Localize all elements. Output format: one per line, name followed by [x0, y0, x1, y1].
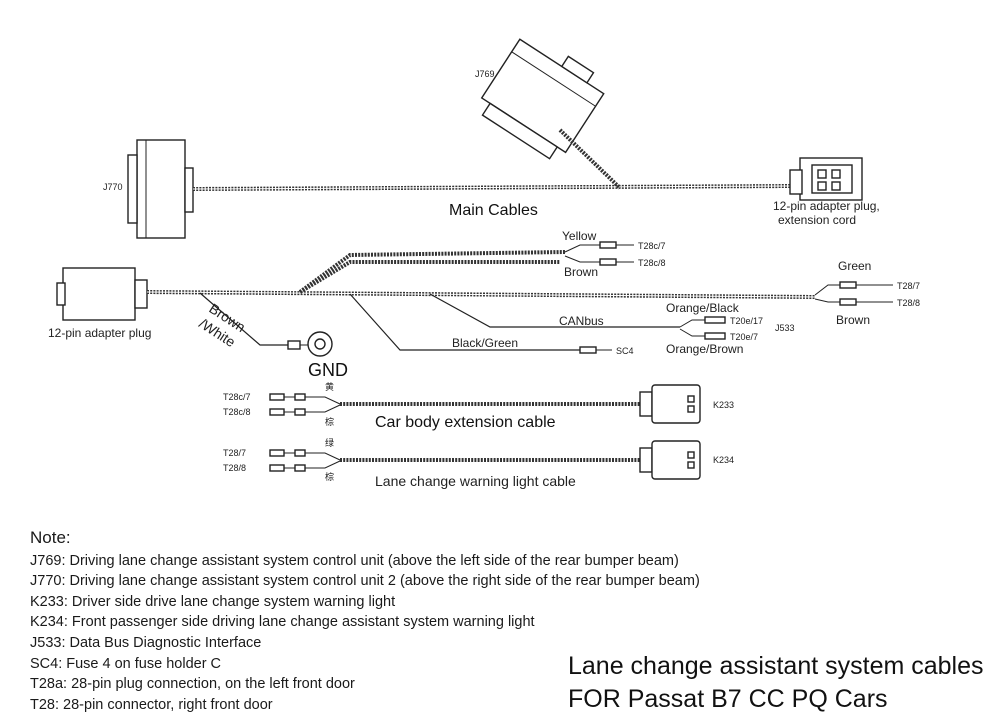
body-extension-label: Car body extension cable [375, 414, 556, 431]
pin-t28-7-right: T28/7 [897, 281, 920, 291]
notes-heading: Note: [30, 528, 71, 547]
note-line: K234: Front passenger side driving lane … [30, 614, 535, 631]
pin-t20e17: T20e/17 [730, 316, 763, 326]
title-line-1: Lane change assistant system cables [568, 652, 984, 680]
title-line-2: FOR Passat B7 CC PQ Cars [568, 685, 888, 713]
j769-connector [480, 38, 605, 160]
note-line: T28: 28-pin connector, right front door [30, 696, 273, 713]
note-line: SC4: Fuse 4 on fuse holder C [30, 655, 222, 672]
note-line: J769: Driving lane change assistant syst… [30, 552, 679, 569]
canbus-label: CANbus [559, 314, 604, 328]
green-cn-label: 绿 [325, 437, 334, 449]
diagram-title: Lane change assistant system cables FOR … [568, 650, 998, 716]
pin-t28c8-body: T28c/8 [223, 407, 251, 417]
sc4-label: SC4 [616, 346, 634, 356]
adapter-plug [56, 267, 148, 321]
orange-black-label: Orange/Black [666, 301, 740, 315]
black-green-branch [349, 293, 612, 354]
k234-label: K234 [713, 455, 734, 465]
pin-t28-8-light: T28/8 [223, 463, 246, 473]
main-cable [192, 184, 791, 191]
j533-label: J533 [775, 323, 795, 333]
brown-wire-label-right: Brown [836, 313, 870, 327]
pin-t20e7: T20e/7 [730, 332, 758, 342]
upper-branch [298, 241, 634, 294]
note-line: K233: Driver side drive lane change syst… [30, 593, 396, 610]
body-extension-cable [269, 384, 701, 424]
brown-wire-label-upper: Brown [564, 265, 598, 279]
extension-adapter-label-2: extension cord [778, 213, 856, 227]
adapter-plug-label: 12-pin adapter plug [48, 326, 151, 340]
pin-t28c8-top: T28c/8 [638, 258, 666, 268]
gnd-branch [199, 292, 333, 357]
j770-connector [127, 139, 194, 239]
j770-label: J770 [103, 182, 123, 192]
extension-adapter-plug [789, 157, 863, 201]
yellow-cn-label: 黄 [325, 381, 334, 393]
canbus-branch [429, 293, 726, 340]
k233-label: K233 [713, 400, 734, 410]
warning-light-label: Lane change warning light cable [375, 473, 576, 489]
pin-t28c7-top: T28c/7 [638, 241, 666, 251]
yellow-wire-label: Yellow [562, 229, 597, 243]
main-cables-label: Main Cables [449, 202, 538, 219]
j769-label: J769 [475, 69, 495, 79]
j769-branch [558, 128, 622, 190]
gnd-label: GND [308, 360, 348, 380]
pin-t28c7-body: T28c/7 [223, 392, 251, 402]
brown-cn-label-1: 棕 [325, 416, 334, 428]
pin-t28-8-right: T28/8 [897, 298, 920, 308]
orange-brown-label: Orange/Brown [666, 342, 743, 356]
note-line: J533: Data Bus Diagnostic Interface [30, 634, 262, 651]
pin-t28-7-light: T28/7 [223, 448, 246, 458]
brown-cn-label-2: 棕 [325, 471, 334, 483]
black-green-label: Black/Green [452, 336, 518, 350]
green-wire-label: Green [838, 259, 871, 273]
note-line: J770: Driving lane change assistant syst… [30, 573, 700, 590]
adapter-trunk [146, 290, 816, 299]
notes-block: Note: J769: Driving lane change assistan… [30, 528, 790, 715]
right-branch [814, 281, 893, 306]
extension-adapter-label-1: 12-pin adapter plug, [773, 199, 880, 213]
note-line: T28a: 28-pin plug connection, on the lef… [30, 676, 355, 693]
warning-light-cable [269, 440, 701, 480]
